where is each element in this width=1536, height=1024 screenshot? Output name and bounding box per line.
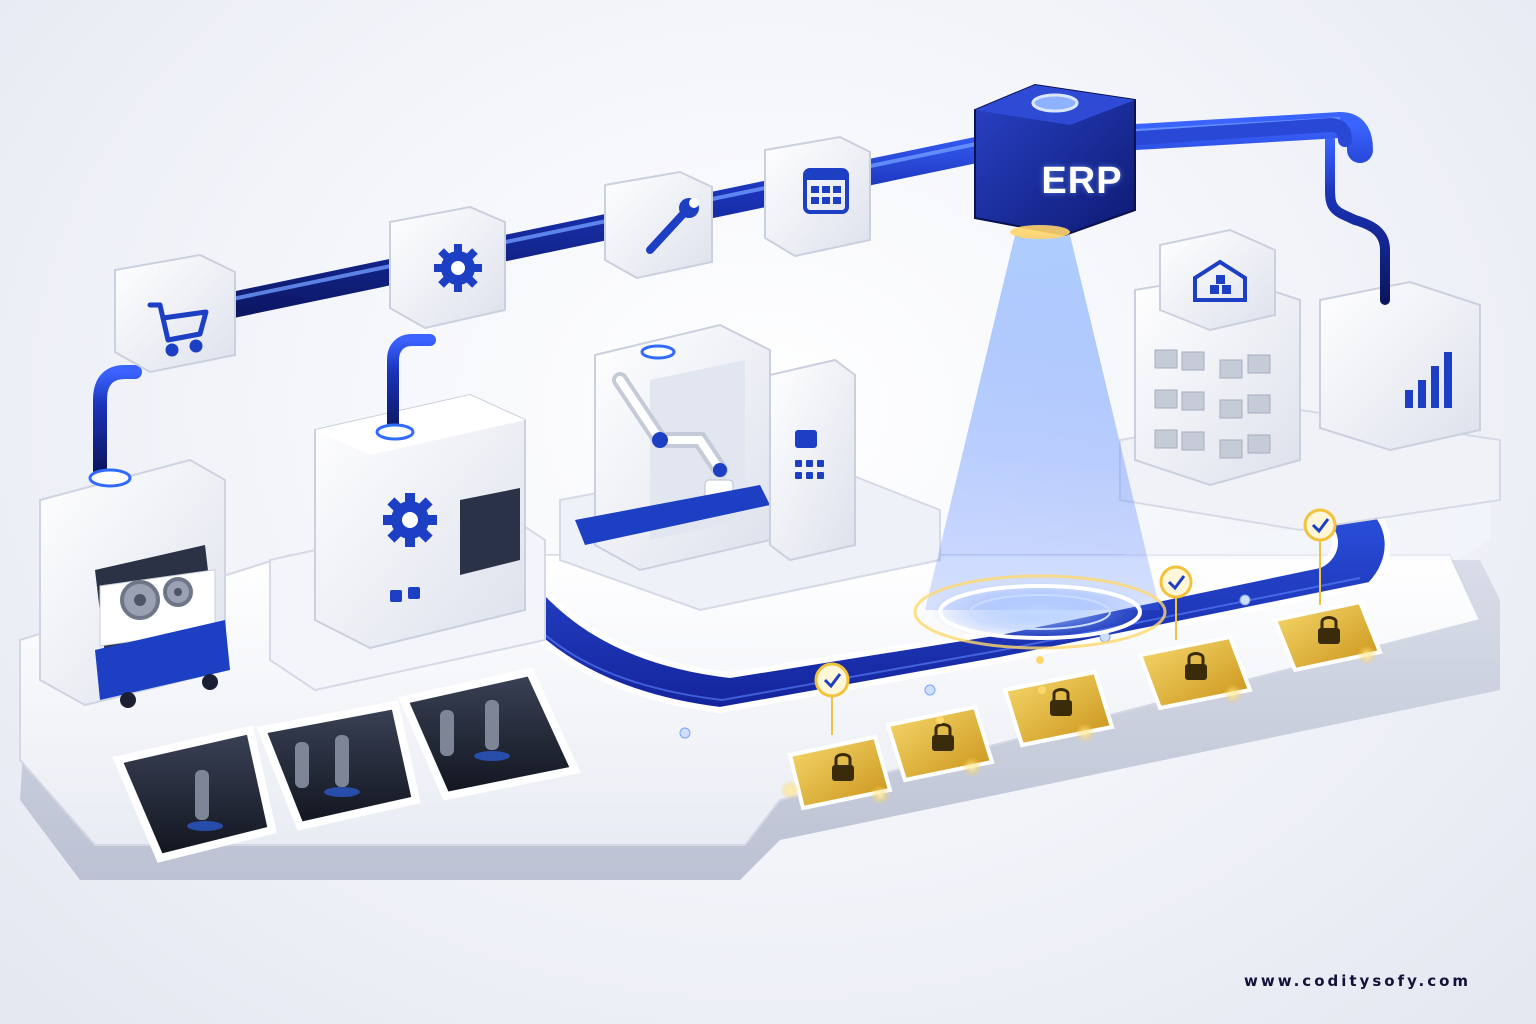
calendar-icon xyxy=(803,168,849,214)
module-gear[interactable] xyxy=(389,205,506,330)
check-icon xyxy=(1159,565,1193,640)
gears-icon xyxy=(120,577,193,620)
gear-icon xyxy=(383,493,437,547)
parts-loader-machine xyxy=(39,365,230,708)
lock-tile-5[interactable] xyxy=(1272,599,1383,673)
lock-icon xyxy=(832,753,854,781)
lock-icon xyxy=(1318,616,1340,644)
gear-icon xyxy=(434,244,482,292)
erp-hub-label: ERP xyxy=(1041,160,1123,202)
lock-icon xyxy=(1185,652,1207,680)
check-markers xyxy=(814,508,1337,735)
robotic-assembly-cell xyxy=(559,245,941,612)
scan-beam xyxy=(913,235,1167,650)
warehouse-icon xyxy=(1193,259,1247,302)
module-wrench[interactable] xyxy=(604,170,713,280)
check-icon xyxy=(1303,508,1337,605)
fluid-tanks xyxy=(112,667,581,863)
security-tiles xyxy=(780,599,1383,811)
bar-chart-icon xyxy=(1405,352,1452,408)
tank-3 xyxy=(398,667,581,801)
lock-icon xyxy=(932,723,954,751)
wrench-icon xyxy=(646,198,699,254)
module-cart[interactable] xyxy=(114,253,236,374)
erp-hub[interactable] xyxy=(974,83,1136,239)
lock-icon xyxy=(1050,688,1072,716)
tank-2 xyxy=(256,700,421,831)
lock-tile-4[interactable] xyxy=(1137,634,1253,711)
module-calendar[interactable] xyxy=(764,135,871,258)
analytics-station xyxy=(1319,135,1481,452)
production-machine xyxy=(269,334,546,692)
tank-1 xyxy=(112,725,277,863)
warehouse-rack xyxy=(1119,165,1501,532)
shopping-cart-icon xyxy=(147,302,209,357)
check-icon xyxy=(814,662,850,735)
website-url[interactable]: www.coditysofy.com xyxy=(1244,972,1472,990)
